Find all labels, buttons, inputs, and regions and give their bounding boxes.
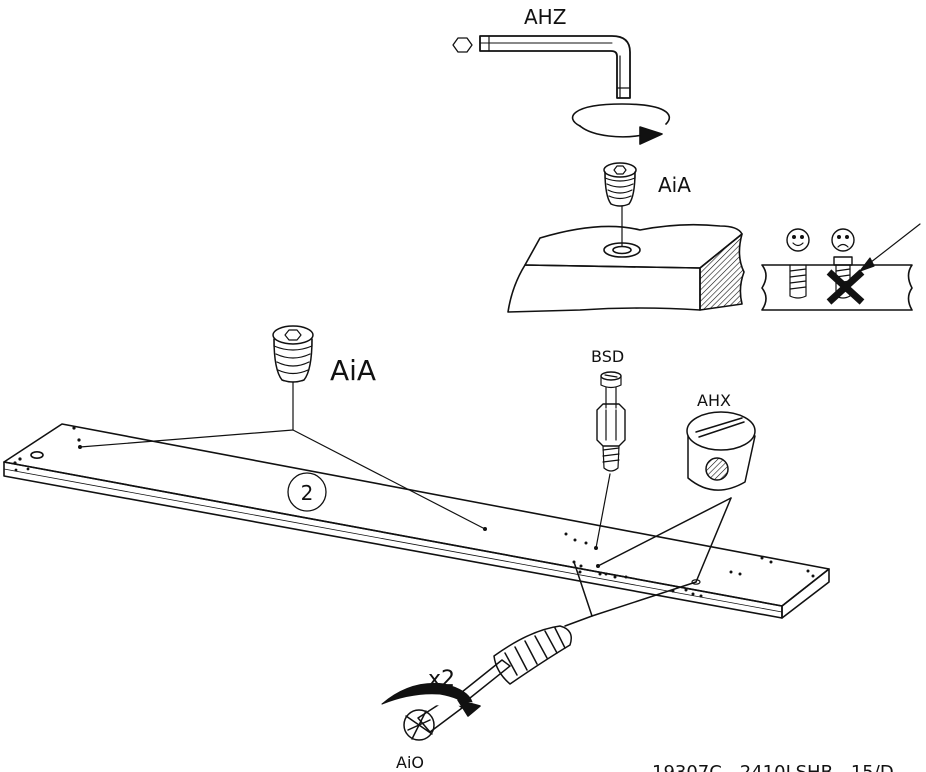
barrel-nut-label: AHX xyxy=(697,391,731,410)
correct-incorrect-detail xyxy=(761,223,921,311)
detail-board xyxy=(761,264,913,311)
insert-aia-main xyxy=(79,325,486,530)
insert-main-label: AiA xyxy=(330,354,376,387)
multiplier-label: x2 xyxy=(428,667,455,692)
screwdriver-label: AiO xyxy=(396,753,424,772)
panel-front xyxy=(3,461,783,619)
screwdriver-aio xyxy=(403,561,697,741)
board-front xyxy=(507,264,701,313)
hole-inner xyxy=(612,245,632,255)
insert-aia-top xyxy=(603,162,637,207)
panel-top xyxy=(3,423,830,607)
panel-number: 2 xyxy=(301,481,314,505)
pointer-arrow-icon xyxy=(859,223,921,272)
barrel-hole xyxy=(691,579,701,585)
board-torn-edge xyxy=(699,233,745,311)
board-detail xyxy=(507,205,745,313)
rotation-arrow-icon xyxy=(571,103,671,145)
hex-key-label: AHZ xyxy=(524,5,566,29)
hex-key-ahz xyxy=(452,35,631,99)
barrel-nut-ahx xyxy=(597,411,756,583)
sad-face-icon xyxy=(831,228,855,252)
panel-number-badge: 2 xyxy=(287,472,327,512)
hex-key-body xyxy=(479,35,631,99)
bolt-label: BSD xyxy=(591,347,624,366)
end-hole xyxy=(30,450,44,459)
footer-code: 19307C - 2410LSHB - 15/D xyxy=(652,762,894,772)
panel-2 xyxy=(3,423,830,619)
insert-flush xyxy=(789,264,807,299)
wrong-cross-icon xyxy=(826,269,865,305)
board-top xyxy=(524,223,743,269)
hex-profile-icon xyxy=(452,37,473,53)
insert-top-label: AiA xyxy=(658,173,691,197)
rotation-arrow-icon xyxy=(381,682,481,717)
panel-holes xyxy=(13,426,815,598)
bolt-bsd xyxy=(595,371,626,549)
happy-face-icon xyxy=(786,228,810,252)
panel-end xyxy=(781,568,830,619)
